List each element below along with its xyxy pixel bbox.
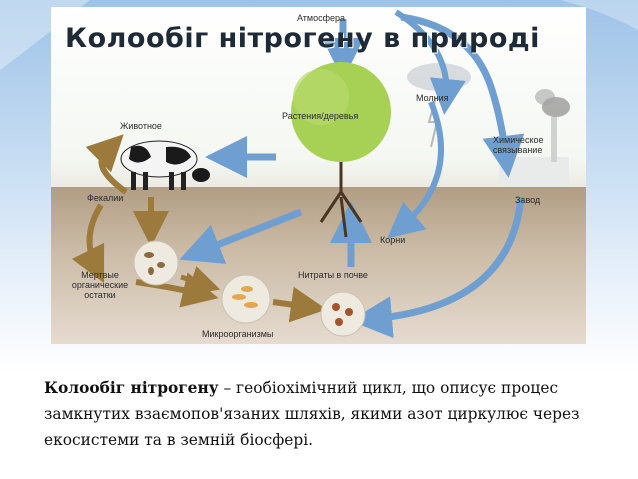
caption: Колообіг нітрогену – геобіохімічний цикл… bbox=[44, 375, 604, 453]
arrow-roots-down bbox=[199, 212, 301, 252]
label-feces: Фекалии bbox=[87, 193, 123, 203]
petri-dish-1 bbox=[134, 241, 178, 285]
diagram-title: Колообіг нітрогену в природі bbox=[65, 23, 540, 54]
label-chemical-binding: Химическое связывание bbox=[493, 135, 565, 155]
label-plants: Растения/деревья bbox=[282, 111, 358, 121]
tree-icon bbox=[291, 62, 391, 237]
caption-term: Колообіг нітрогену bbox=[44, 379, 219, 397]
arrow-lightning-soil bbox=[401, 102, 441, 227]
arrow-factory-nitrates bbox=[371, 197, 521, 319]
label-lightning: Молния bbox=[416, 93, 449, 103]
nitrogen-cycle-diagram: Колообіг нітрогену в природі Атмосфера М… bbox=[51, 7, 586, 344]
label-nitrates: Нитраты в почве bbox=[298, 270, 368, 280]
label-roots: Корни bbox=[380, 235, 405, 245]
arrow-feces-remains bbox=[90, 205, 101, 267]
arrow-petri-petri bbox=[181, 277, 206, 285]
arrow-remains-microbes bbox=[136, 282, 201, 294]
label-dead-organic: Мертвые органические остатки bbox=[65, 270, 135, 300]
label-animal: Животное bbox=[120, 121, 162, 131]
petri-dish-2 bbox=[222, 275, 270, 323]
label-atmosphere: Атмосфера bbox=[297, 13, 345, 23]
arrow-microbes-nitrates bbox=[273, 302, 309, 307]
cow-icon bbox=[121, 141, 210, 190]
petri-dish-3 bbox=[321, 292, 365, 336]
label-factory: Завод bbox=[515, 195, 540, 205]
label-microorganisms: Микроорганизмы bbox=[202, 329, 273, 339]
